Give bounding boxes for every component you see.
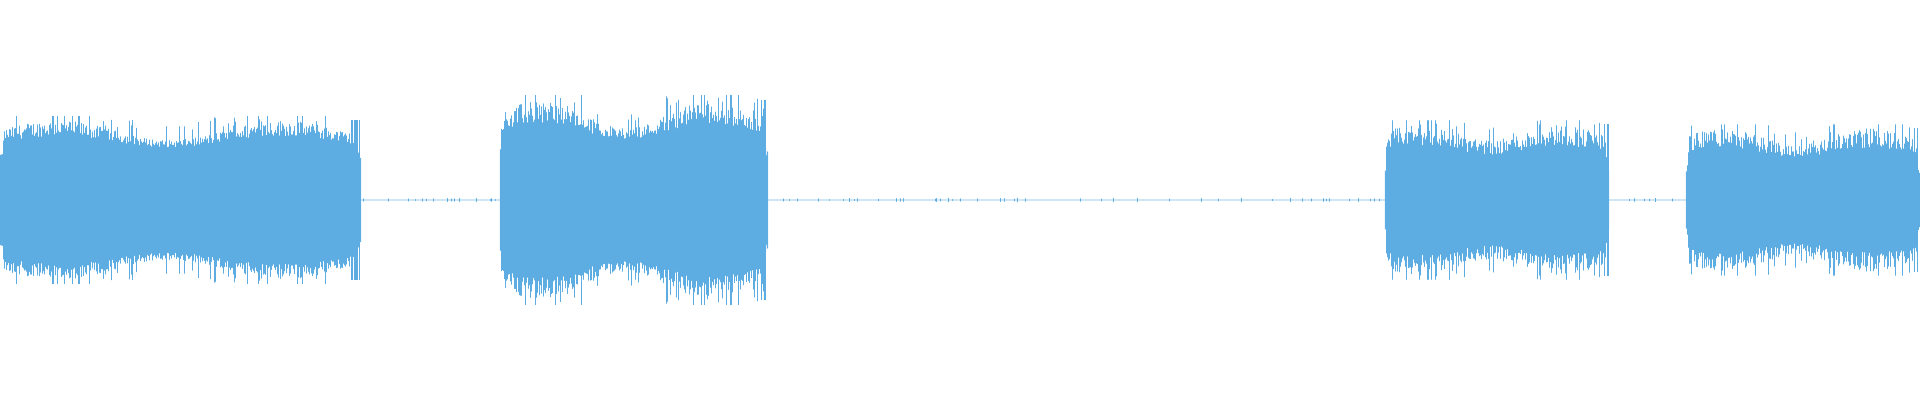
waveform-display (0, 95, 1920, 305)
